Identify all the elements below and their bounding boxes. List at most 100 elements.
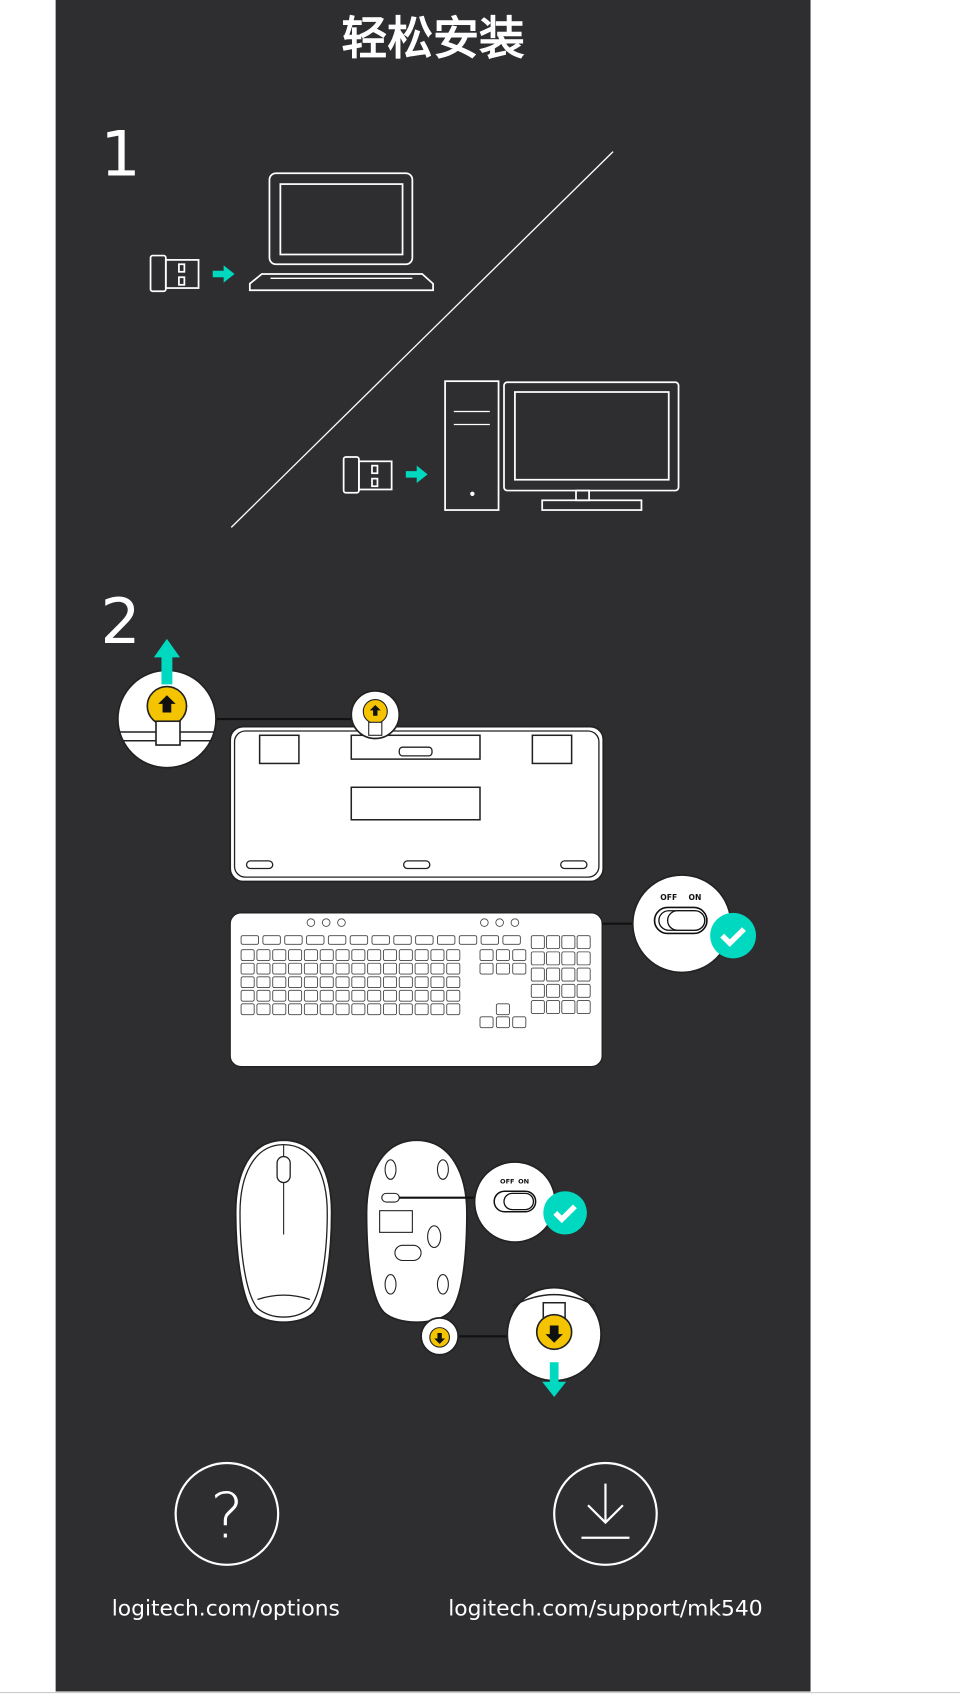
key xyxy=(479,1016,494,1029)
key xyxy=(576,1000,591,1015)
support-link-label[interactable]: logitech.com/support/mk540 xyxy=(448,1597,762,1622)
key xyxy=(351,989,366,1002)
key xyxy=(512,962,527,975)
mouse-bottom-illustration xyxy=(365,1139,468,1323)
key xyxy=(512,1016,527,1029)
key xyxy=(272,962,287,975)
key xyxy=(272,976,287,989)
media-key xyxy=(495,918,504,927)
key xyxy=(351,1003,366,1016)
key xyxy=(319,962,334,975)
key xyxy=(303,1003,318,1016)
arrow-right-icon xyxy=(212,265,235,283)
key xyxy=(335,949,350,961)
key xyxy=(530,951,545,966)
key xyxy=(335,989,350,1002)
help-icon xyxy=(174,1461,280,1566)
key xyxy=(430,962,445,975)
key xyxy=(383,949,397,961)
key xyxy=(240,962,255,975)
key xyxy=(335,962,350,975)
key xyxy=(256,1003,271,1016)
key xyxy=(256,962,271,975)
key xyxy=(383,989,397,1002)
key xyxy=(319,1003,334,1016)
laptop-icon xyxy=(248,172,434,292)
key xyxy=(479,949,494,961)
receiver-storage-zoom xyxy=(116,669,401,769)
key xyxy=(414,989,429,1002)
desktop-computer-icon xyxy=(444,380,680,511)
key xyxy=(495,1003,510,1016)
step-number-1: 1 xyxy=(100,117,140,191)
key xyxy=(502,935,521,945)
key xyxy=(495,962,510,975)
key xyxy=(272,1003,287,1016)
key xyxy=(446,1003,461,1016)
key xyxy=(530,983,545,998)
media-key xyxy=(510,918,520,927)
key xyxy=(398,962,413,975)
download-icon xyxy=(553,1461,658,1566)
key xyxy=(349,935,369,945)
arrow-up-icon xyxy=(153,638,180,685)
key xyxy=(576,951,591,966)
key xyxy=(546,1000,561,1015)
key xyxy=(437,935,456,945)
key xyxy=(272,989,287,1002)
key xyxy=(319,949,334,961)
key xyxy=(306,935,325,945)
keyboard-front-illustration xyxy=(229,912,603,1068)
help-link[interactable]: ? logitech.com/options xyxy=(112,1461,340,1622)
key xyxy=(561,935,576,950)
key xyxy=(240,949,255,961)
key xyxy=(414,976,429,989)
key xyxy=(495,949,510,961)
key xyxy=(367,962,382,975)
key xyxy=(546,983,561,998)
mouse-switch-on-label: ON xyxy=(518,1178,529,1186)
key xyxy=(256,989,271,1002)
arrow-down-icon xyxy=(542,1362,567,1397)
key xyxy=(240,989,255,1002)
key xyxy=(288,962,303,975)
download-link[interactable]: logitech.com/support/mk540 xyxy=(448,1461,763,1622)
key xyxy=(398,1003,413,1016)
key xyxy=(561,1000,576,1015)
usb-receiver-icon xyxy=(149,254,200,293)
key xyxy=(367,989,382,1002)
key xyxy=(288,1003,303,1016)
key xyxy=(351,949,366,961)
key xyxy=(303,989,318,1002)
key xyxy=(546,935,561,950)
page-title: 轻松安装 xyxy=(341,12,525,65)
options-link-label[interactable]: logitech.com/options xyxy=(112,1597,340,1622)
key xyxy=(512,949,527,961)
switch-off-label: OFF xyxy=(660,893,677,902)
media-key xyxy=(480,918,489,927)
key xyxy=(576,967,591,982)
key xyxy=(415,935,434,945)
key xyxy=(576,983,591,998)
key xyxy=(319,989,334,1002)
key xyxy=(240,1003,255,1016)
key xyxy=(303,949,318,961)
key xyxy=(446,962,461,975)
key xyxy=(371,935,390,945)
key xyxy=(398,949,413,961)
key xyxy=(458,935,478,945)
key xyxy=(335,1003,350,1016)
key xyxy=(530,1000,545,1015)
key xyxy=(446,949,461,961)
key xyxy=(351,976,366,989)
key xyxy=(530,967,545,982)
key xyxy=(480,935,499,945)
key xyxy=(546,951,561,966)
key xyxy=(414,949,429,961)
key xyxy=(319,976,334,989)
key xyxy=(288,976,303,989)
keyboard-power-switch-zoom: OFF ON xyxy=(631,874,732,974)
key xyxy=(351,962,366,975)
key xyxy=(367,1003,382,1016)
